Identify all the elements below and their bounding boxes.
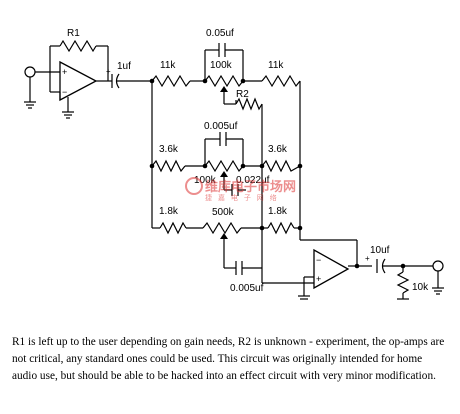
r-3.6k-right-label: 3.6k bbox=[268, 144, 288, 155]
output-terminal-ground-symbol bbox=[432, 287, 444, 295]
output-coupling-capacitor bbox=[376, 258, 386, 274]
r-3.6k-left bbox=[151, 159, 186, 173]
op-amp1-ground-symbol bbox=[62, 111, 74, 119]
svg-text:−: − bbox=[62, 87, 67, 97]
watermark-emblem-icon bbox=[185, 177, 203, 195]
svg-text:−: − bbox=[316, 255, 321, 265]
r-11k-right-label: 11k bbox=[268, 60, 284, 71]
cap-0.005uf-bottom-label: 0.005uf bbox=[230, 283, 264, 294]
r-11k-left-label: 11k bbox=[160, 60, 176, 71]
watermark-subtext: 捷 嘉 电 子 网 络 bbox=[205, 195, 279, 202]
input-coupling-capacitor bbox=[111, 73, 120, 89]
cap-0.05uf-label: 0.05uf bbox=[206, 28, 234, 39]
circuit-schematic: + − R1 + 1uf 11k 0.05uf 100k bbox=[24, 28, 444, 300]
input-op-amp bbox=[59, 60, 98, 102]
svg-text:+: + bbox=[62, 67, 67, 77]
pot-100k-bass-label: 100k bbox=[210, 60, 233, 71]
pot-100k-treble-label: 100k bbox=[194, 175, 217, 186]
cap-0.005uf-bottom bbox=[235, 261, 243, 275]
input-ground-symbol bbox=[24, 101, 36, 109]
r-1.8k-right bbox=[267, 221, 295, 235]
watermark-text: 维库电子市场网 bbox=[205, 179, 297, 194]
output-terminal bbox=[432, 260, 444, 272]
r-3.6k-right bbox=[261, 159, 301, 173]
r2-resistor bbox=[235, 97, 263, 111]
r-11k-left bbox=[151, 74, 191, 88]
pot-100k-treble bbox=[204, 159, 244, 173]
input-cap-label: 1uf bbox=[117, 61, 131, 72]
circuit-caption: R1 is left up to the user depending on g… bbox=[12, 336, 445, 382]
r2-label: R2 bbox=[236, 89, 249, 100]
r-11k-right bbox=[261, 74, 301, 88]
r1-resistor bbox=[59, 39, 97, 53]
r-1.8k-right-label: 1.8k bbox=[268, 206, 288, 217]
r-1.8k-left bbox=[159, 221, 187, 235]
svg-text:+: + bbox=[365, 254, 370, 263]
op-amp2-ground-symbol bbox=[298, 295, 310, 300]
svg-text:+: + bbox=[316, 274, 321, 284]
r-1.8k-left-label: 1.8k bbox=[159, 206, 179, 217]
pot-100k-bass bbox=[204, 74, 244, 88]
pot-500k-label: 500k bbox=[212, 207, 235, 218]
r1-label: R1 bbox=[67, 28, 80, 39]
watermark-logo: 维库电子市场网 捷 嘉 电 子 网 络 bbox=[183, 176, 299, 212]
input-terminal bbox=[24, 66, 36, 78]
cap-0.05uf bbox=[218, 43, 226, 57]
cap-0.022uf-label: 0.022uf bbox=[236, 175, 270, 186]
r-10k-output bbox=[396, 271, 410, 294]
output-op-amp bbox=[313, 248, 350, 290]
cap-0.005uf-treble bbox=[219, 132, 227, 146]
r-10k-output-label: 10k bbox=[412, 282, 429, 293]
output-cap-label: 10uf bbox=[370, 245, 390, 256]
pot-500k bbox=[202, 221, 242, 235]
svg-text:+: + bbox=[106, 67, 111, 76]
r-3.6k-left-label: 3.6k bbox=[159, 144, 179, 155]
cap-0.005uf-treble-label: 0.005uf bbox=[204, 121, 238, 132]
